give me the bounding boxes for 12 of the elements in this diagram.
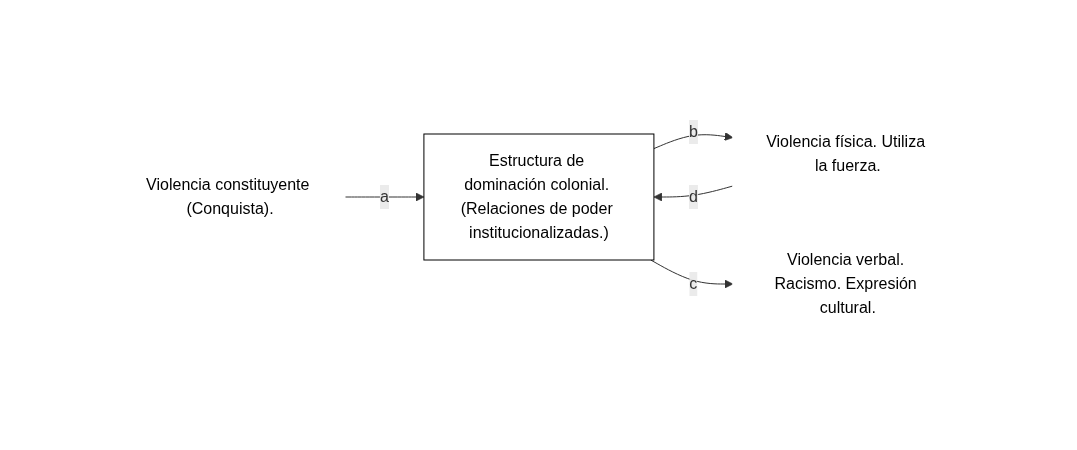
edge-label: a bbox=[379, 188, 389, 205]
node-box: Estructura de dominación colonial. (Relaciones de poder institucionalizadas.) bbox=[423, 133, 654, 261]
edge-label: d bbox=[688, 188, 698, 205]
arrow bbox=[649, 259, 733, 289]
node-text: Violencia constituyente (Conquista). bbox=[145, 176, 310, 217]
arrow bbox=[653, 185, 733, 202]
edge-label: c bbox=[688, 275, 697, 292]
arrow bbox=[344, 192, 424, 202]
edge-label: b bbox=[688, 123, 698, 140]
node-text: Violencia física. Utiliza la fuerza. bbox=[765, 133, 925, 174]
arrow bbox=[653, 132, 733, 150]
node-text: Violencia verbal. Racismo. Expresión cultural. bbox=[774, 251, 917, 316]
